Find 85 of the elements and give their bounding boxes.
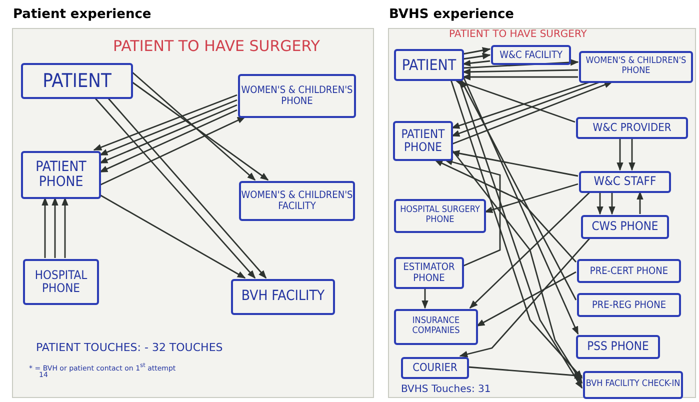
arrow	[99, 99, 238, 156]
arrow	[42, 197, 48, 258]
arrow	[628, 138, 636, 171]
arrow	[451, 81, 590, 129]
touch-count-note: PATIENT TOUCHES: - 32 TOUCHES	[36, 341, 223, 354]
arrow	[462, 74, 578, 80]
process-box	[579, 51, 693, 83]
box-label: PRE-REG PHONE	[592, 300, 666, 310]
process-box	[394, 199, 486, 233]
arrow	[99, 104, 238, 164]
box-label: COURIER	[412, 362, 458, 374]
sheet-title: PATIENT TO HAVE SURGERY	[113, 37, 320, 55]
process-box	[23, 259, 99, 305]
touch-count-note: BVHS Touches: 31	[401, 384, 491, 395]
arrow	[636, 191, 644, 214]
box-label: PATIENT PHONE	[400, 128, 446, 154]
process-box	[576, 117, 688, 139]
arrow	[454, 79, 576, 123]
arrow	[462, 52, 491, 60]
arrow	[100, 194, 246, 279]
box-label: PSS PHONE	[587, 340, 649, 354]
panel-heading: Patient experience	[13, 7, 152, 22]
arrow	[608, 192, 616, 215]
arrow	[99, 109, 238, 173]
box-label: W&C FACILITY	[500, 50, 562, 60]
process-box	[393, 121, 453, 161]
process-box	[394, 49, 464, 81]
process-box	[579, 171, 671, 193]
box-label: WOMEN'S & CHILDREN'S PHONE	[584, 57, 688, 77]
arrow	[468, 366, 583, 379]
arrow	[422, 288, 428, 309]
box-label: W&C PROVIDER	[592, 122, 672, 134]
process-box	[394, 257, 464, 289]
arrow	[462, 68, 578, 76]
arrow	[596, 192, 604, 215]
process-box	[583, 371, 683, 399]
arrow	[616, 138, 624, 171]
box-label: WOMEN'S & CHILDREN'S FACILITY	[241, 190, 353, 212]
sheet-title: PATIENT TO HAVE SURGERY	[449, 29, 587, 40]
arrow	[459, 238, 591, 358]
arrow	[476, 271, 576, 327]
arrow	[469, 192, 590, 309]
process-box	[394, 309, 478, 345]
box-label: PATIENT	[42, 70, 112, 92]
arrow	[451, 150, 578, 177]
arrow	[100, 116, 246, 186]
box-label: W&C STAFF	[594, 175, 656, 189]
arrow	[462, 47, 491, 55]
process-box	[577, 259, 681, 283]
box-label: PRE-CERT PHONE	[590, 266, 668, 276]
process-box	[21, 63, 133, 99]
arrow	[462, 60, 490, 66]
process-box	[581, 215, 669, 239]
box-label: HOSPITAL SURGERY PHONE	[399, 206, 481, 226]
box-label: PATIENT PHONE	[34, 160, 88, 190]
arrow	[132, 81, 269, 181]
arrow	[62, 197, 68, 258]
process-box	[231, 279, 335, 315]
arrow	[451, 150, 583, 384]
box-label: INSURANCE COMPANIES	[411, 317, 461, 337]
box-label: ESTIMATOR PHONE	[402, 262, 456, 284]
box-label: BVH FACILITY	[241, 289, 325, 305]
arrow	[93, 94, 238, 151]
arrow	[460, 79, 577, 300]
box-label: BVH FACILITY CHECK-IN	[586, 380, 680, 390]
arrow	[484, 183, 578, 214]
arrow	[434, 159, 577, 262]
process-box	[238, 74, 356, 118]
arrow	[452, 81, 613, 145]
process-box	[239, 181, 355, 221]
box-label: CWS PHONE	[592, 220, 658, 234]
process-box	[401, 357, 469, 379]
arrow	[462, 76, 579, 335]
arrow	[132, 71, 256, 181]
box-label: HOSPITAL PHONE	[34, 268, 88, 296]
process-box	[21, 151, 101, 199]
arrow	[451, 81, 600, 137]
arrow	[52, 197, 58, 258]
box-label: WOMEN'S & CHILDREN'S PHONE	[240, 85, 354, 107]
process-box	[576, 335, 660, 359]
process-box	[577, 293, 681, 317]
box-label: PATIENT	[402, 56, 456, 74]
arrow	[444, 158, 501, 267]
panel-heading: BVHS experience	[389, 7, 514, 22]
process-box	[491, 45, 571, 65]
